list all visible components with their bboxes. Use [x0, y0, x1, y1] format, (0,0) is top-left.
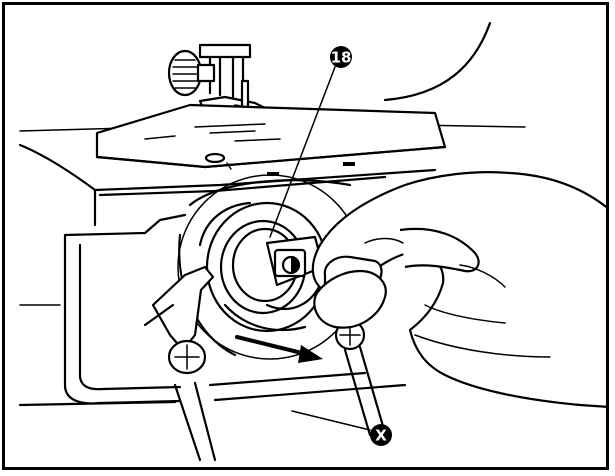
leader-line-bobbin-case: [269, 66, 336, 238]
needle-plate: [95, 103, 447, 176]
hand: [311, 171, 606, 408]
latch-lever: [143, 265, 215, 375]
bobbin-case: [231, 227, 325, 310]
leader-line-cover: [291, 410, 371, 431]
callout-bobbin-case: 18: [330, 46, 352, 68]
illustration-frame: 18 X: [2, 2, 609, 470]
plate-mark-right: [343, 162, 355, 166]
machine-arm-outline: [383, 21, 492, 102]
callout-label-throat-plate-cover: X: [375, 427, 387, 445]
callout-throat-plate-cover: X: [370, 424, 392, 446]
sewing-machine-bobbin-illustration: 18 X: [18, 21, 606, 462]
callout-label-bobbin-case: 18: [331, 49, 352, 67]
plate-mark-left: [267, 172, 279, 176]
pull-direction-arrow: [235, 335, 323, 363]
